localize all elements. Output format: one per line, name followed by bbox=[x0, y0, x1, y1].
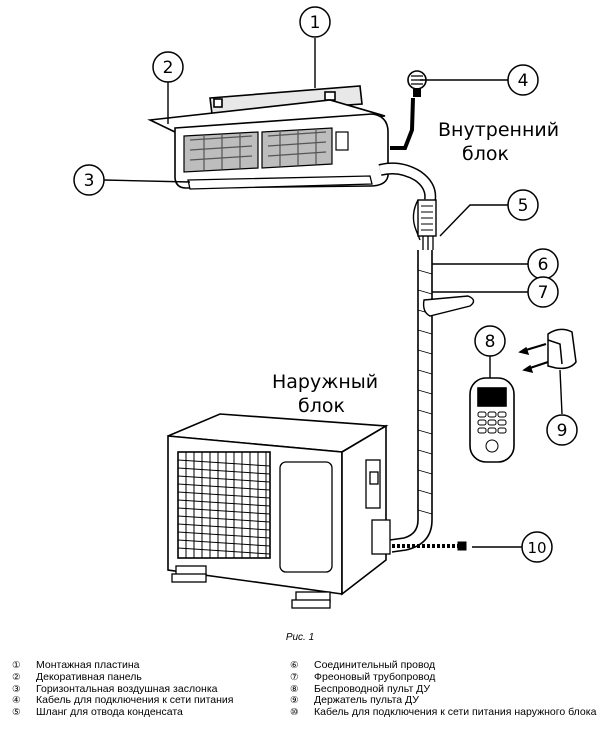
legend-right: ⑥ Соединительный провод ⑦ Фреоновый трубоп… bbox=[290, 660, 596, 719]
legend-item: ⑤ Шланг для отвода конденсата bbox=[12, 707, 233, 719]
legend-item: ⑧ Беспроводной пульт ДУ bbox=[290, 682, 596, 696]
air-conditioner-diagram: 1 2 3 4 5 6 7 8 9 10 Внутренний блок Нар… bbox=[73, 6, 578, 609]
callout-circles bbox=[73, 6, 578, 563]
callout-6: 6 bbox=[538, 255, 549, 275]
indoor-power-cable bbox=[390, 70, 427, 150]
legend-number: ① bbox=[12, 660, 21, 671]
pipe-bundle bbox=[378, 162, 437, 553]
legend-item: ① Монтажная пластина bbox=[12, 660, 233, 672]
legend-number: ⑥ bbox=[290, 660, 299, 671]
legend-number: ③ bbox=[12, 683, 21, 695]
legend-text: Держатель пульта ДУ bbox=[314, 694, 419, 707]
legend-item: ⑩ Кабель для подключения к сети питания н… bbox=[290, 707, 596, 719]
legend-item: ③ Горизонтальная воздушная заслонка bbox=[12, 682, 233, 696]
air-filter bbox=[183, 127, 333, 173]
callout-2: 2 bbox=[163, 58, 174, 78]
callout-8: 8 bbox=[485, 332, 496, 352]
legend-item: ⑨ Держатель пульта ДУ bbox=[290, 695, 596, 707]
decorative-panel bbox=[147, 99, 386, 133]
indoor-label-line2: блок bbox=[462, 143, 509, 165]
callout-5: 5 bbox=[518, 196, 529, 216]
legend-number: ⑩ bbox=[290, 707, 299, 719]
legend-number: ⑧ bbox=[290, 683, 299, 695]
remote-holder-bracket bbox=[422, 295, 475, 317]
legend-number: ⑨ bbox=[290, 695, 299, 707]
figure-caption: Рис. 1 bbox=[285, 632, 315, 643]
outdoor-label-line2: блок bbox=[298, 395, 345, 417]
callout-1: 1 bbox=[310, 13, 321, 33]
remote-holder bbox=[518, 328, 577, 374]
legend-text: Фреоновый трубопровод bbox=[314, 670, 436, 683]
legend-text: Беспроводной пульт ДУ bbox=[314, 682, 431, 695]
callout-10: 10 bbox=[527, 539, 546, 557]
legend-number: ⑦ bbox=[290, 671, 299, 683]
legend-number: ⑤ bbox=[12, 707, 21, 719]
indoor-label-line1: Внутренний bbox=[438, 119, 559, 141]
outdoor-label-line1: Наружный bbox=[272, 371, 378, 393]
legend-text: Шланг для отвода конденсата bbox=[36, 706, 183, 719]
fan-grille bbox=[177, 451, 271, 559]
callout-3: 3 bbox=[84, 171, 95, 191]
legend-left: ① Монтажная пластина ② Декоративная панель… bbox=[12, 660, 233, 719]
horizontal-louver bbox=[187, 175, 373, 190]
legend-item: ④ Кабель для подключения к сети питания bbox=[12, 695, 233, 707]
remote-control bbox=[469, 377, 515, 463]
legend-item: ⑦ Фреоновый трубопровод bbox=[290, 670, 596, 684]
outdoor-unit bbox=[167, 413, 391, 609]
indoor-unit bbox=[147, 85, 389, 190]
outdoor-panel bbox=[279, 461, 333, 573]
legend-text: Декоративная панель bbox=[36, 670, 142, 683]
legend-text: Горизонтальная воздушная заслонка bbox=[36, 682, 218, 695]
legend-number: ④ bbox=[12, 695, 21, 707]
outdoor-power-cable bbox=[392, 541, 467, 551]
leader-lines bbox=[103, 38, 563, 548]
legend-text: Кабель для подключения к сети питания bbox=[36, 694, 234, 707]
legend-number: ② bbox=[12, 671, 21, 683]
legend-item: ② Декоративная панель bbox=[12, 670, 233, 684]
service-valves bbox=[365, 459, 391, 555]
callout-7: 7 bbox=[538, 283, 549, 303]
outdoor-side bbox=[341, 424, 387, 596]
callout-4: 4 bbox=[518, 71, 529, 91]
legend-text: Соединительный провод bbox=[314, 659, 436, 671]
callout-9: 9 bbox=[557, 421, 568, 441]
legend-item: ⑥ Соединительный провод bbox=[290, 660, 596, 672]
callout-numbers: 1 2 3 4 5 6 7 8 9 10 bbox=[84, 13, 568, 557]
outdoor-feet bbox=[171, 565, 331, 609]
legend-text: Кабель для подключения к сети питания на… bbox=[314, 706, 597, 719]
legend-text: Монтажная пластина bbox=[36, 659, 140, 671]
